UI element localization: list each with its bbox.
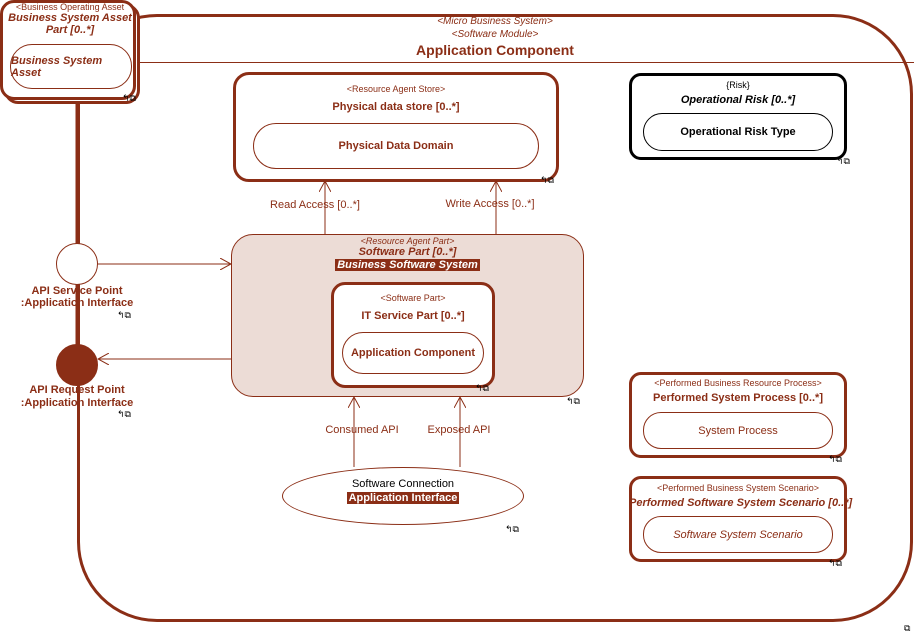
- it-service-stereotype: <Software Part>: [380, 293, 446, 303]
- consumed-api-label[interactable]: Consumed API: [325, 424, 399, 436]
- store-stereotype: <Resource Agent Store>: [346, 84, 446, 94]
- risk-inner-pill[interactable]: Operational Risk Type: [643, 113, 833, 151]
- it-service-inner-pill[interactable]: Application Component: [342, 332, 484, 374]
- main-stereotype-2: <Software Module>: [451, 29, 539, 40]
- asset-stereotype: <Business Operating Asset: [15, 2, 125, 12]
- risk-title: Operational Risk [0..*]: [680, 94, 796, 106]
- api-service-point-label-1: API Service Point: [31, 285, 123, 297]
- scenario-stereotype: <Performed Business System Scenario>: [656, 483, 820, 493]
- api-request-point-label-2: :Application Interface: [20, 397, 134, 409]
- it-service-title: IT Service Part [0..*]: [361, 310, 465, 322]
- asset-inner-pill[interactable]: Business System Asset: [10, 44, 132, 89]
- api-service-point-port[interactable]: [56, 243, 98, 285]
- asset-title-1: Business System Asset: [8, 12, 132, 24]
- api-request-point-marker[interactable]: ↰⧉: [117, 410, 131, 420]
- main-frame-marker[interactable]: ⧉: [904, 624, 911, 634]
- process-marker[interactable]: ↰⧉: [828, 455, 842, 465]
- software-connection-type: Application Interface: [282, 492, 524, 504]
- software-part-marker[interactable]: ↰⧉: [566, 397, 580, 407]
- software-connection-type-text: Application Interface: [346, 492, 460, 504]
- main-stereotype-1: <Micro Business System>: [437, 16, 553, 27]
- process-inner-pill[interactable]: System Process: [643, 412, 833, 449]
- api-service-point-label-2: :Application Interface: [20, 297, 134, 309]
- read-access-label[interactable]: Read Access [0..*]: [270, 199, 360, 211]
- process-title: Performed System Process [0..*]: [653, 392, 823, 404]
- it-service-marker[interactable]: ↰⧉: [475, 384, 489, 394]
- software-part-type-text: Business Software System: [335, 259, 480, 271]
- risk-marker[interactable]: ↰⧉: [836, 157, 850, 167]
- software-part-stereotype: <Resource Agent Part>: [360, 236, 455, 246]
- scenario-marker[interactable]: ↰⧉: [828, 559, 842, 569]
- api-service-point-marker[interactable]: ↰⧉: [117, 311, 131, 321]
- store-inner-pill[interactable]: Physical Data Domain: [253, 123, 539, 169]
- scenario-title: Performed Software System Scenario [0..*…: [629, 497, 853, 509]
- api-request-point-label-1: API Request Point: [29, 384, 125, 396]
- main-title-divider: [140, 62, 914, 63]
- software-connection-marker[interactable]: ↰⧉: [505, 525, 519, 535]
- main-title[interactable]: Application Component: [416, 42, 574, 58]
- exposed-api-label[interactable]: Exposed API: [427, 424, 491, 436]
- write-access-label[interactable]: Write Access [0..*]: [445, 198, 535, 210]
- scenario-inner-pill[interactable]: Software System Scenario: [643, 516, 833, 553]
- software-connection-title: Software Connection: [351, 478, 455, 490]
- asset-marker[interactable]: ↰⧉: [122, 94, 136, 104]
- software-part-title: Software Part [0..*]: [358, 246, 457, 258]
- store-marker[interactable]: ↰⧉: [540, 176, 554, 186]
- software-part-type: Business Software System: [231, 259, 584, 271]
- process-stereotype: <Performed Business Resource Process>: [654, 378, 822, 388]
- store-title: Physical data store [0..*]: [332, 101, 460, 113]
- asset-title-2: Part [0..*]: [45, 24, 95, 36]
- api-request-point-port[interactable]: [56, 344, 98, 386]
- risk-stereotype: {Risk}: [726, 80, 750, 90]
